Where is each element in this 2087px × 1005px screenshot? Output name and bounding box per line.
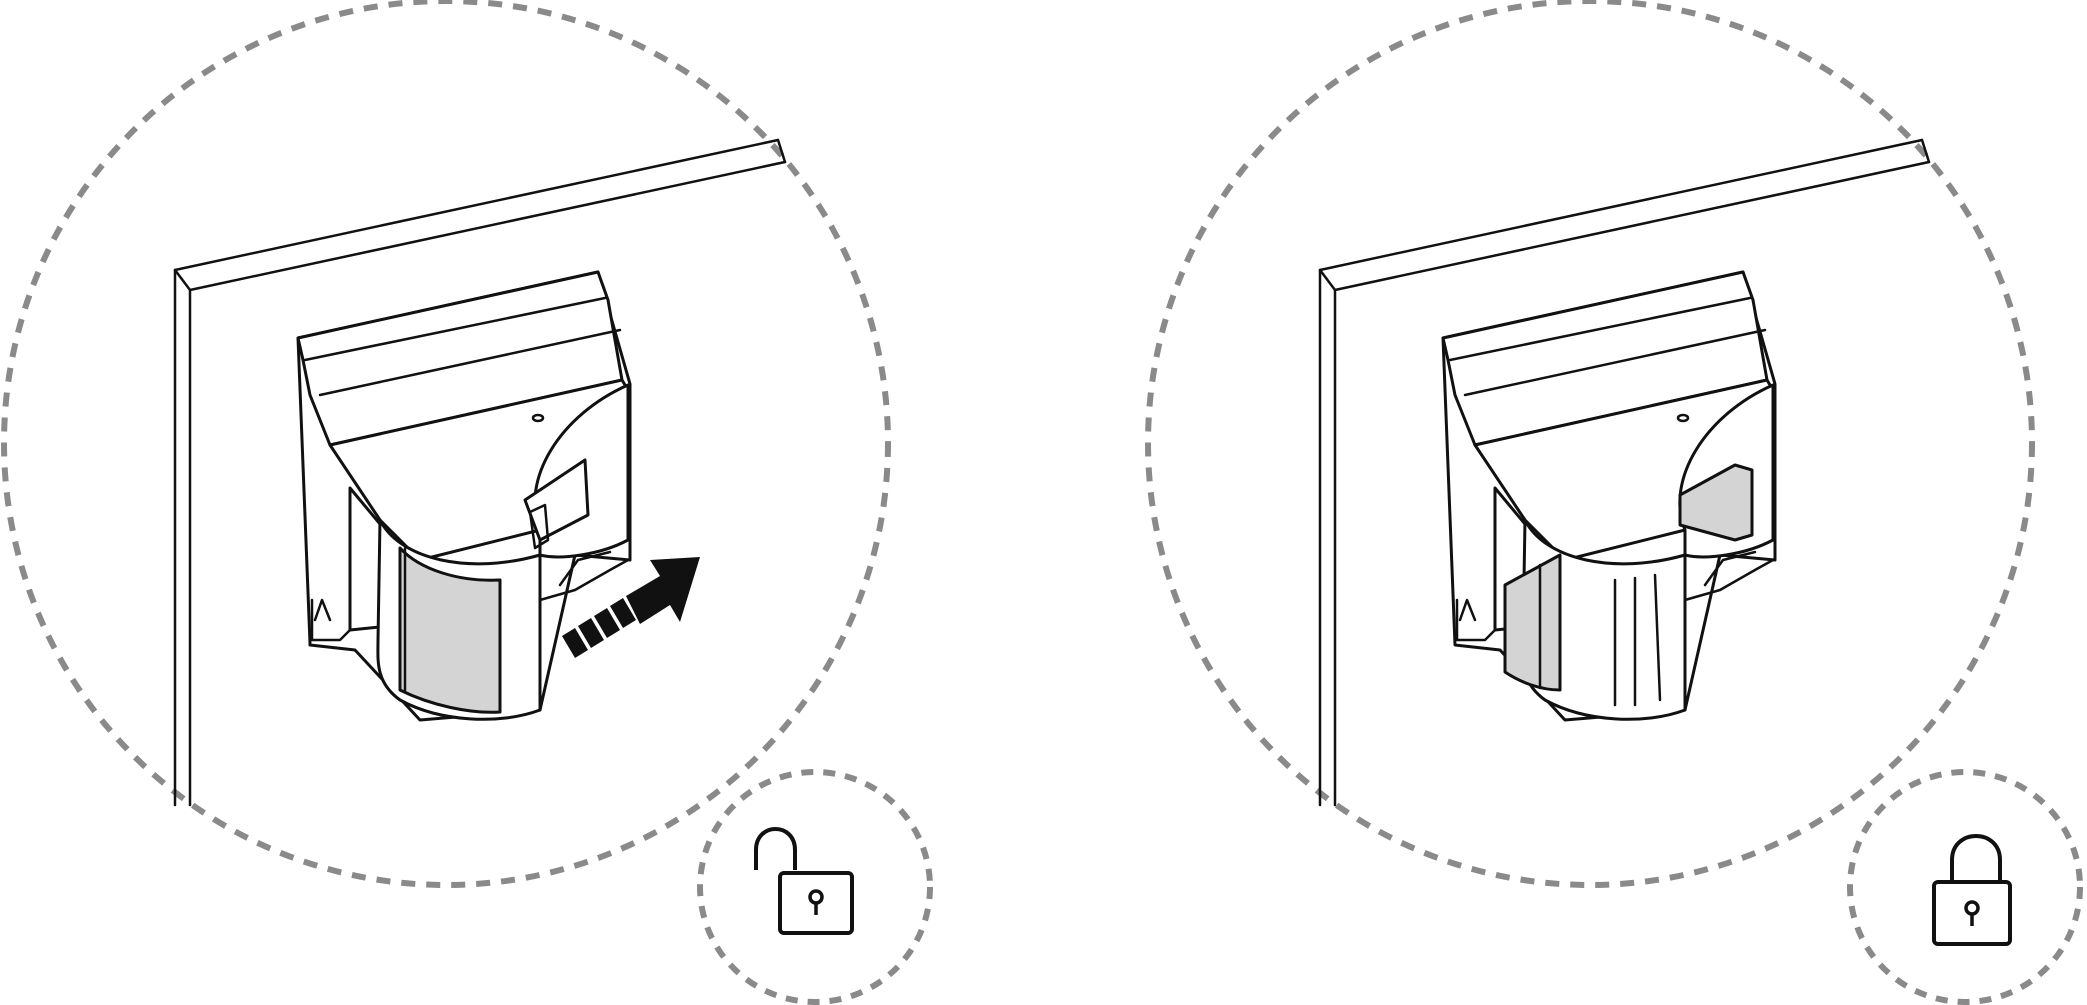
zoom-circle-left bbox=[1, 0, 891, 888]
lens-shutter-right-top bbox=[1678, 463, 1754, 542]
panel-locked bbox=[1145, 0, 2083, 1005]
motion-sensor-left bbox=[296, 270, 632, 722]
led-dot bbox=[1676, 413, 1690, 423]
locked-padlock-icon bbox=[1932, 834, 2012, 946]
led-dot bbox=[531, 413, 545, 423]
lens-shutter-left bbox=[398, 546, 502, 714]
motion-sensor-right bbox=[1441, 270, 1777, 722]
slide-direction-arrow bbox=[562, 557, 700, 658]
unlocked-padlock-icon bbox=[754, 827, 854, 935]
wall-plate-left bbox=[173, 138, 787, 807]
lens-shutter-right bbox=[1503, 553, 1562, 692]
wall-plate-right bbox=[1318, 138, 1931, 807]
zoom-circle-right bbox=[1145, 0, 2035, 888]
panel-unlocked bbox=[1, 0, 933, 1005]
